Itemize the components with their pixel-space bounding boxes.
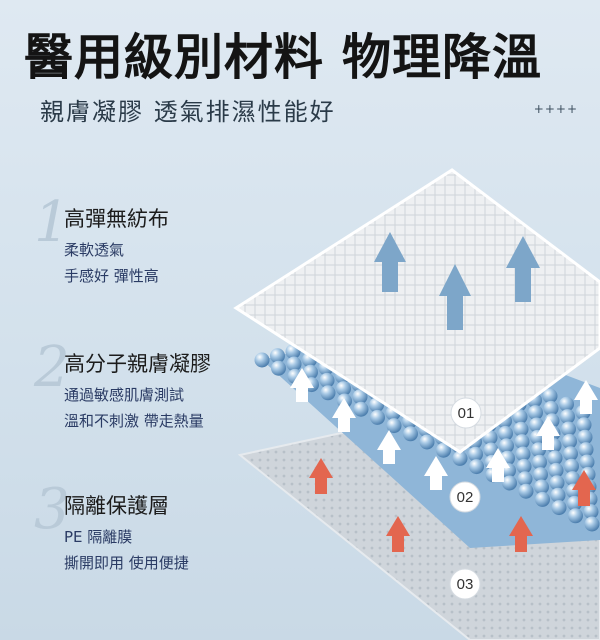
gel-bead	[516, 458, 532, 474]
arrow-up-icon	[506, 236, 540, 302]
feature-heading: 高分子親膚凝膠	[64, 352, 211, 376]
arrow-up-icon	[374, 232, 406, 292]
gel-bead	[336, 381, 351, 397]
gel-bead	[529, 417, 544, 433]
decoration-plus: ++++	[533, 102, 578, 116]
feature-line: 溫和不刺激 帶走熱量	[64, 412, 204, 430]
gel-bead	[271, 360, 286, 376]
arrow-up-icon	[509, 516, 533, 552]
gel-bead	[565, 471, 580, 487]
gel-bead	[534, 479, 549, 495]
gel-bead	[514, 434, 530, 450]
feature-line: PE 隔離膜	[64, 528, 133, 546]
feature-number: 1	[34, 190, 70, 255]
gel-bead	[562, 433, 577, 449]
gel-bead	[528, 405, 543, 421]
svg-text:02: 02	[457, 489, 474, 506]
gel-bead	[386, 418, 402, 434]
gel-bead	[517, 471, 533, 487]
red-arrows	[309, 458, 596, 552]
blue-arrows	[374, 232, 540, 330]
gel-bead	[578, 442, 594, 458]
arrow-up-icon	[486, 448, 510, 482]
gel-bead	[370, 409, 385, 425]
gel-bead	[286, 356, 302, 372]
feature-heading: 隔離保護層	[64, 494, 169, 518]
gel-bead	[550, 487, 566, 503]
svg-text:03: 03	[457, 576, 474, 593]
gel-bead	[548, 462, 564, 478]
gel-bead	[319, 372, 335, 388]
arrow-up-icon	[424, 456, 448, 490]
gel-bead	[542, 388, 558, 404]
gel-bead	[512, 409, 528, 425]
feature-line: 手感好 彈性高	[64, 267, 159, 285]
gel-bead	[561, 421, 576, 437]
gel-bead	[560, 409, 575, 425]
gel-bead	[270, 348, 285, 364]
arrow-up-icon	[309, 458, 333, 494]
feature-line: 柔軟透氣	[64, 241, 125, 259]
gel-bead	[513, 421, 529, 437]
gel-bead	[498, 425, 513, 441]
arrow-up-icon	[536, 416, 560, 450]
gel-bead	[543, 400, 559, 416]
gel-bead	[551, 500, 567, 516]
arrow-up-icon	[386, 516, 410, 552]
arrow-up-icon	[574, 380, 598, 414]
gel-bead	[499, 438, 514, 454]
page-title: 醫用級別材料 物理降溫	[24, 29, 543, 86]
gel-bead	[559, 396, 574, 412]
arrow-up-icon	[290, 368, 314, 402]
gel-bead	[568, 508, 583, 524]
layer-badge-02: 02	[449, 481, 481, 513]
feature-line: 通過敏感肌膚測試	[64, 386, 185, 404]
gel-bead	[436, 442, 451, 458]
gel-bead	[352, 389, 368, 405]
gel-bead	[353, 401, 369, 417]
arrow-up-icon	[377, 430, 401, 464]
gel-bead	[584, 516, 600, 532]
feature-number: 3	[34, 477, 70, 542]
nonwoven-layer	[233, 168, 600, 454]
gel-bead	[533, 467, 548, 483]
gel-bead	[577, 429, 593, 445]
gel-bead	[452, 450, 468, 466]
gel-bead	[563, 446, 578, 462]
gel-bead	[419, 434, 435, 450]
gel-bead	[547, 450, 563, 466]
layer-badge-03: 03	[449, 568, 481, 600]
gel-bead	[502, 475, 517, 491]
svg-text:01: 01	[458, 405, 475, 422]
gel-bead	[403, 426, 418, 442]
gel-bead	[320, 385, 336, 401]
layer-badge-01: 01	[450, 397, 482, 429]
gel-bead	[549, 475, 565, 491]
arrow-up-icon	[439, 264, 471, 330]
arrow-up-icon	[332, 398, 356, 432]
gel-bead	[576, 417, 592, 433]
gel-bead	[468, 446, 483, 462]
feature-number: 2	[34, 335, 70, 400]
white-arrows	[290, 368, 598, 490]
gel-bead	[515, 446, 531, 462]
gel-bead	[469, 459, 484, 475]
page-subtitle: 親膚凝膠 透氣排濕性能好	[40, 98, 336, 126]
gel-bead	[579, 454, 595, 470]
feature-heading: 高彈無紡布	[64, 207, 169, 231]
gel-bead	[564, 458, 579, 474]
gel-bead	[535, 491, 550, 507]
gel-bead	[254, 352, 270, 368]
gel-bead	[583, 504, 599, 520]
arrow-up-icon	[572, 470, 596, 506]
feature-line: 撕開即用 使用便捷	[64, 554, 189, 572]
gel-bead	[518, 483, 534, 499]
gel-bead	[532, 454, 547, 470]
